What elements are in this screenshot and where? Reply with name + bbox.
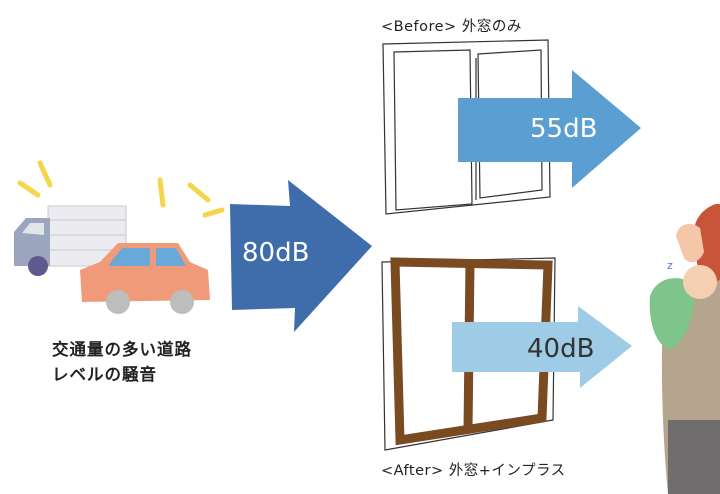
noise-source-line1: 交通量の多い道路 <box>52 340 192 359</box>
level-outside-label: 80dB <box>242 238 310 268</box>
sleep-z-icon: z <box>667 259 673 272</box>
truck-illustration <box>14 205 127 276</box>
arrow-outside-noise <box>230 180 372 332</box>
car-illustration <box>80 243 210 314</box>
arrow-after-level <box>452 306 632 388</box>
arrow-before-level <box>458 70 641 188</box>
noise-source-label: 交通量の多い道路 レベルの騒音 <box>52 337 192 387</box>
noise-source-line2: レベルの騒音 <box>52 365 157 384</box>
sound-lines <box>17 160 225 218</box>
after-caption: <After> 外窓+インプラス <box>381 463 566 479</box>
before-caption: <Before> 外窓のみ <box>381 19 522 35</box>
level-before-label: 55dB <box>530 114 598 144</box>
level-after-label: 40dB <box>527 334 595 364</box>
mother-baby-illustration: z <box>649 203 720 494</box>
window-before <box>382 39 551 215</box>
